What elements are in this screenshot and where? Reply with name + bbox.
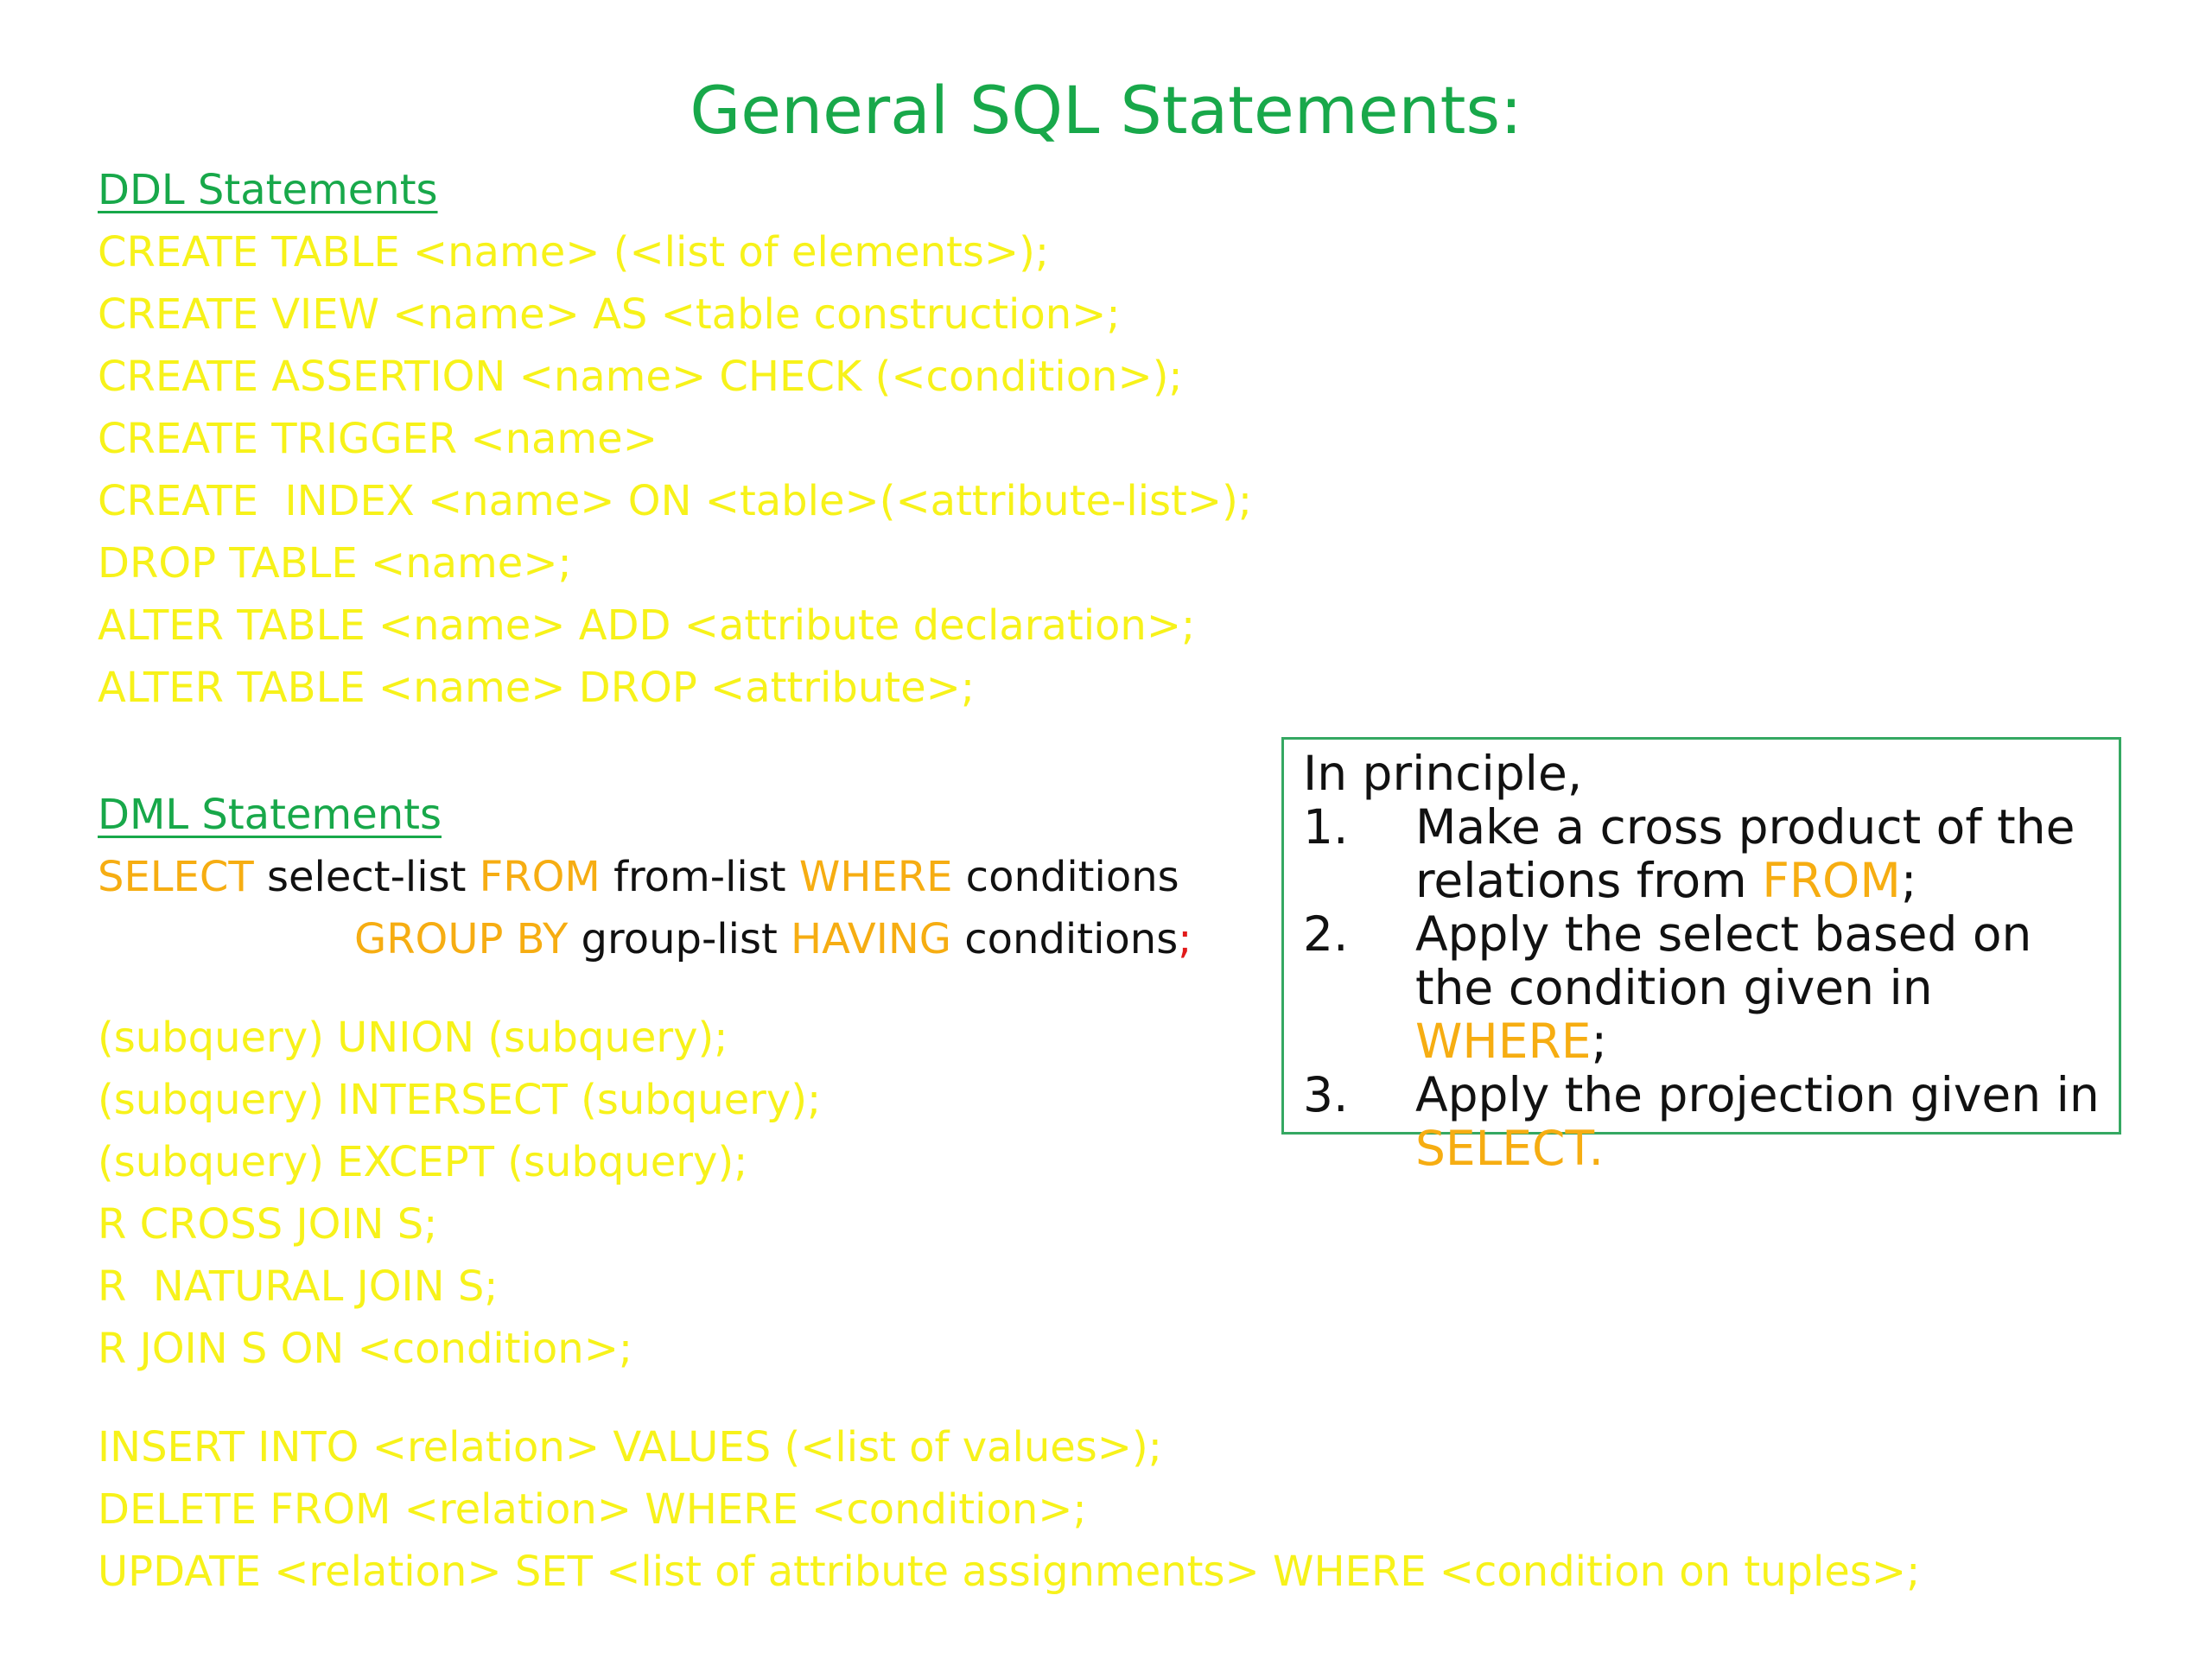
keyword-group-by: GROUP BY [354, 915, 569, 963]
item-end: ; [1900, 853, 1917, 908]
ddl-statement: CREATE VIEW <name> AS <table constructio… [98, 290, 1121, 339]
modify-statement: UPDATE <relation> SET <list of attribute… [98, 1548, 1921, 1596]
keyword-where: WHERE [1415, 1014, 1592, 1069]
set-operation-statement: (subquery) EXCEPT (subquery); [98, 1138, 748, 1186]
conditions-text: conditions [951, 915, 1179, 963]
item-text: Make a cross product of the relations fr… [1415, 800, 2101, 907]
ddl-statement: CREATE TRIGGER <name> [98, 415, 658, 463]
principle-intro: In principle, [1303, 746, 1583, 801]
item-body: Make a cross product of the relations fr… [1415, 799, 2075, 908]
dml-heading: DML Statements [98, 791, 442, 839]
item-number: 3. [1303, 1067, 1349, 1122]
join-statement: R JOIN S ON <condition>; [98, 1325, 633, 1373]
join-statement: R NATURAL JOIN S; [98, 1262, 499, 1311]
select-statement-line-1: SELECT select-list FROM from-list WHERE … [98, 846, 1920, 908]
dml-section: DML Statements SELECT select-list FROM f… [98, 784, 1920, 1603]
item-number: 1. [1303, 799, 1349, 855]
page-title: General SQL Statements: [690, 72, 1522, 149]
item-number: 2. [1303, 906, 1349, 962]
ddl-statement: DROP TABLE <name>; [98, 539, 572, 588]
principle-box: In principle, 1. Make a cross product of… [1281, 737, 2121, 1175]
keyword-from: FROM [479, 853, 601, 901]
join-statement: R CROSS JOIN S; [98, 1200, 438, 1249]
principle-item: 3. Apply the projection given in SELECT. [1303, 1068, 2101, 1175]
ddl-statement: CREATE TABLE <name> (<list of elements>)… [98, 228, 1049, 276]
from-list-text: from-list [600, 853, 799, 901]
keyword-select: SELECT. [1415, 1121, 1605, 1176]
principle-item: 1. Make a cross product of the relations… [1303, 800, 2101, 907]
item-text: Apply the select based on the condition … [1415, 907, 2101, 1068]
select-statement-line-2: GROUP BY group-list HAVING conditions; [98, 908, 1920, 970]
modify-statement: INSERT INTO <relation> VALUES (<list of … [98, 1423, 1162, 1471]
ddl-statement: CREATE ASSERTION <name> CHECK (<conditio… [98, 353, 1183, 401]
item-body: Apply the projection given in [1415, 1067, 2100, 1122]
set-operation-statement: (subquery) INTERSECT (subquery); [98, 1076, 822, 1124]
item-end: ; [1591, 1014, 1607, 1069]
ddl-section: DDL Statements CREATE TABLE <name> (<lis… [98, 159, 1252, 719]
keyword-select: SELECT [98, 853, 254, 901]
ddl-statement: ALTER TABLE <name> DROP <attribute>; [98, 664, 976, 712]
item-text: Apply the projection given in SELECT. [1415, 1068, 2101, 1175]
principle-item: 2. Apply the select based on the conditi… [1303, 907, 2101, 1068]
semicolon: ; [1178, 915, 1192, 963]
select-list-text: select-list [253, 853, 480, 901]
set-operation-statement: (subquery) UNION (subquery); [98, 1014, 728, 1062]
group-list-text: group-list [568, 915, 791, 963]
item-body: Apply the select based on the condition … [1415, 906, 2032, 1015]
ddl-statement: CREATE INDEX <name> ON <table>(<attribut… [98, 477, 1252, 525]
keyword-where: WHERE [798, 853, 953, 901]
modify-statement: DELETE FROM <relation> WHERE <condition>… [98, 1485, 1087, 1534]
keyword-from: FROM [1762, 853, 1901, 908]
ddl-heading: DDL Statements [98, 166, 438, 214]
keyword-having: HAVING [791, 915, 951, 963]
ddl-statement: ALTER TABLE <name> ADD <attribute declar… [98, 601, 1196, 650]
conditions-text: conditions [952, 853, 1179, 901]
